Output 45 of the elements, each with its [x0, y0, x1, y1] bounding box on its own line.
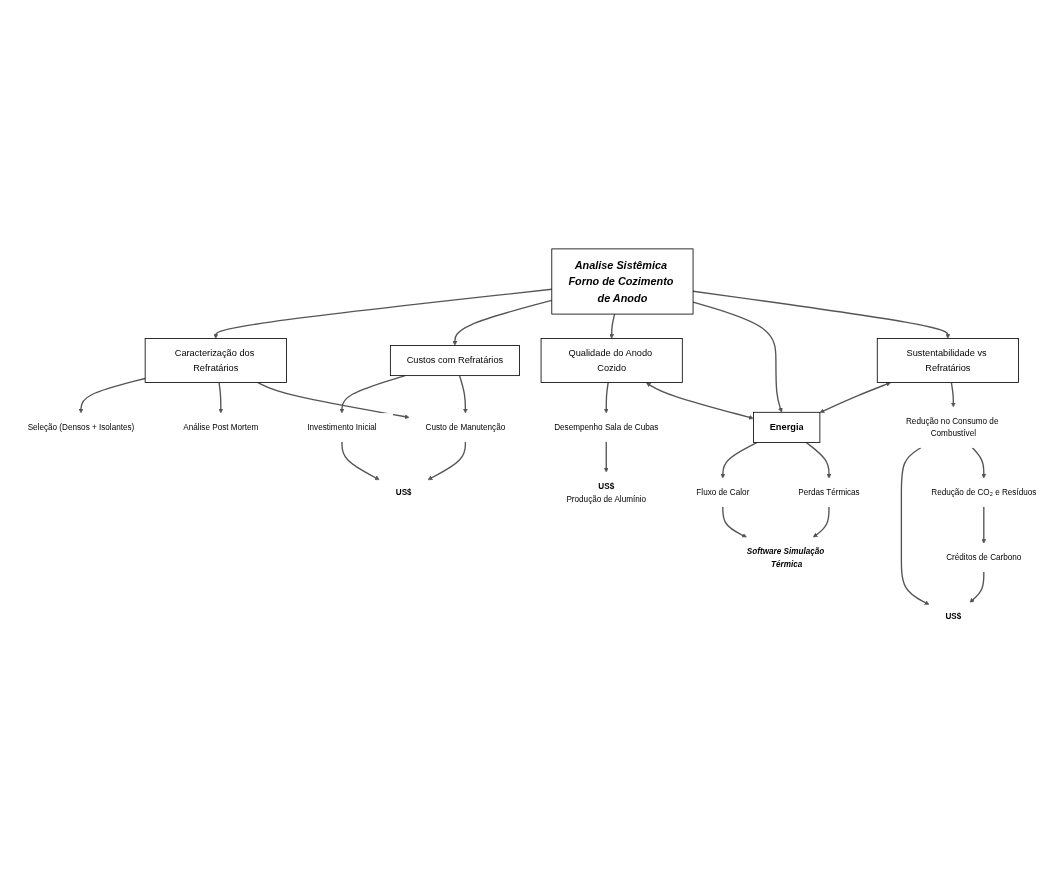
arrow — [427, 440, 467, 480]
node-box: Caracterização dos Refratários — [144, 338, 287, 383]
node-text: US$ Produção de Alumínio — [566, 481, 647, 503]
arrow — [609, 313, 616, 339]
arrow — [218, 381, 224, 414]
arrow — [805, 441, 832, 479]
arrow — [950, 381, 956, 408]
arrow — [452, 299, 553, 346]
arrow — [900, 447, 930, 605]
node-text: Análise Post Mortem — [183, 422, 259, 432]
node-text: Créditos de Carbono — [946, 552, 1022, 562]
arrow — [603, 381, 609, 414]
arrow — [971, 447, 987, 479]
arrow — [339, 374, 406, 414]
arrow — [78, 377, 146, 414]
node-box: Sustentabilidade vs Refratários — [876, 338, 1019, 383]
node-text: Fluxo de Calor — [696, 487, 750, 497]
node-text: Seleção (Densos + Isolantes) — [27, 422, 135, 432]
arrow — [692, 301, 783, 413]
node-text: Redução no Consumo de Combustível — [905, 416, 999, 438]
node-text: US$ — [945, 611, 962, 622]
node-box: Custos com Refratários — [389, 345, 520, 377]
node-text: Software Simulação Térmica — [746, 546, 825, 569]
node-text: US$ — [395, 487, 412, 497]
arrow — [458, 374, 468, 414]
node-box: Qualidade do Anodo Cozido — [540, 338, 683, 383]
node-text: Custo de Manutenção — [425, 422, 506, 432]
arrow — [646, 382, 754, 420]
node-text: Desempenho Sala de Cubas — [554, 422, 659, 432]
arrow — [257, 381, 410, 419]
arrow — [969, 571, 985, 603]
arrow — [341, 440, 380, 480]
node-box: Analise Sistêmica Forno de Cozimento de Anodo — [551, 248, 694, 315]
node-text: Redução de CO₂ e Resíduos — [931, 487, 1037, 497]
arrow — [692, 290, 951, 339]
arrow — [812, 506, 830, 538]
arrow — [722, 506, 747, 538]
arrow — [603, 440, 609, 473]
arrow — [981, 506, 987, 544]
node-text: Perdas Térmicas — [798, 487, 860, 497]
arrow — [720, 441, 758, 479]
arrow — [213, 288, 553, 339]
arrow — [819, 381, 891, 413]
node-text: Investimento Inicial — [307, 422, 377, 432]
node-box: Energia — [753, 411, 821, 443]
